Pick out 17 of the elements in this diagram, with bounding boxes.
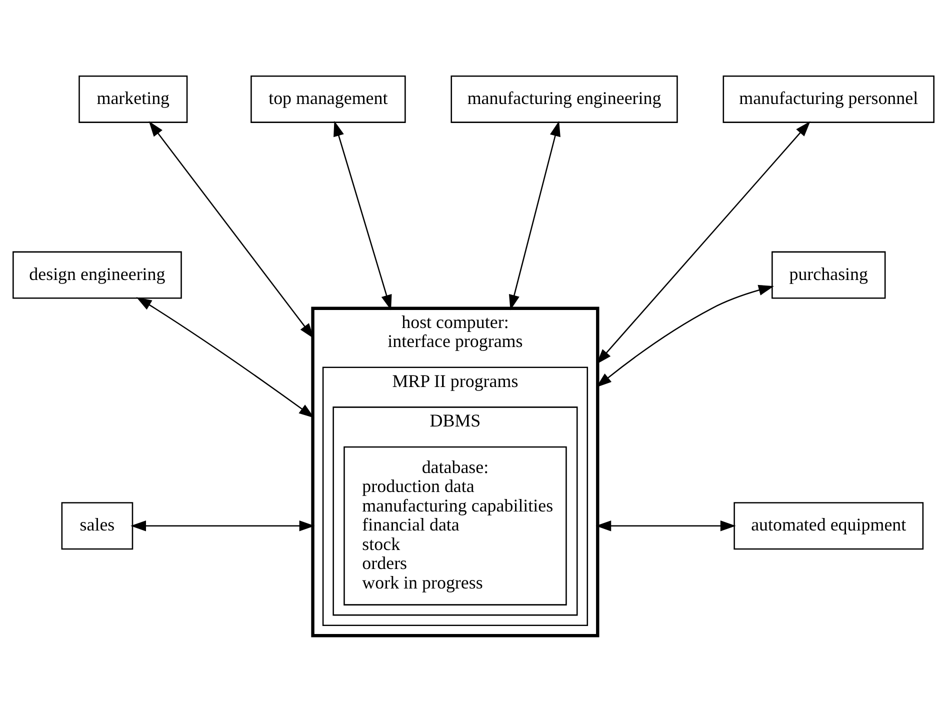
- arrow: [596, 121, 810, 364]
- node-box: marketing: [78, 76, 188, 123]
- arrow: [508, 120, 560, 310]
- node-box: purchasing: [772, 251, 886, 299]
- node-box: manufacturing engineering: [450, 76, 678, 123]
- node-box: top management: [250, 76, 406, 123]
- node-box: database: production data manufacturing capabilities financial data stock orders work in progress: [344, 446, 567, 606]
- arrow: [596, 284, 774, 388]
- arrow: [148, 121, 314, 339]
- node-box: sales: [61, 502, 134, 550]
- arrow: [136, 297, 314, 418]
- node-box: design engineering: [12, 251, 182, 299]
- node-box: automated equipment: [734, 502, 924, 550]
- arrow: [334, 120, 392, 310]
- arrow: [130, 520, 315, 532]
- node-box: manufacturing personnel: [722, 76, 934, 123]
- arrow: [596, 520, 736, 532]
